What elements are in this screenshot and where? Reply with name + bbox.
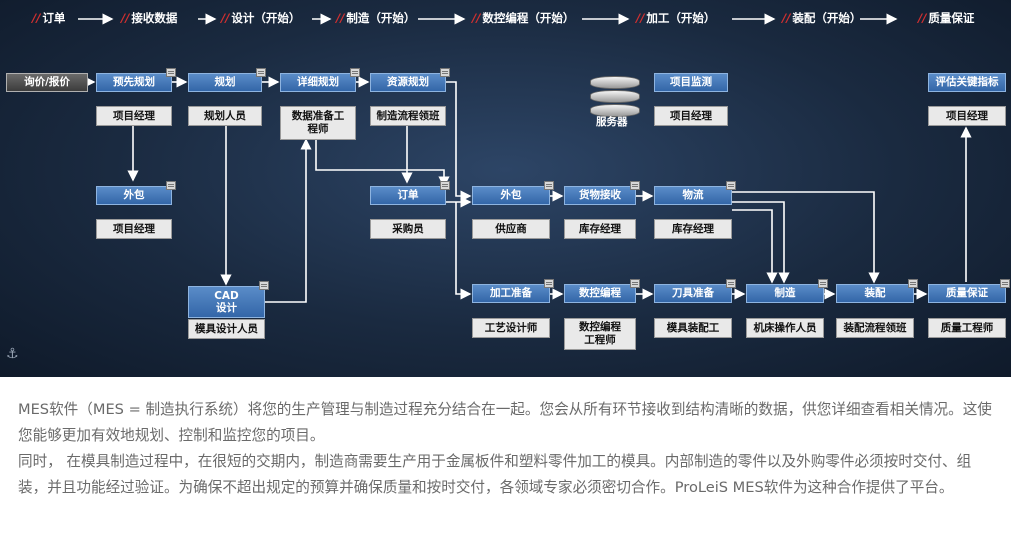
document-icon: [350, 68, 360, 77]
role-process-designer: 工艺设计师: [472, 318, 550, 338]
phase-nc-programming: //数控编程（开始）: [472, 11, 575, 25]
document-icon: [166, 68, 176, 77]
node-pre-planning: 预先规划: [96, 73, 172, 92]
node-manufacturing: 制造: [746, 284, 824, 303]
document-icon: [818, 279, 828, 288]
description-text: MES软件（MES = 制造执行系统）将您的生产管理与制造过程充分结合在一起。您…: [18, 397, 993, 501]
description-paragraph-1: MES软件（MES = 制造执行系统）将您的生产管理与制造过程充分结合在一起。您…: [18, 401, 992, 444]
role-project-manager-2: 项目经理: [654, 106, 728, 126]
document-icon: [908, 279, 918, 288]
node-detail-planning: 详细规划: [280, 73, 356, 92]
node-order: 订单: [370, 186, 446, 205]
role-supplier: 供应商: [472, 219, 550, 239]
document-icon: [440, 181, 450, 190]
document-icon: [1000, 279, 1010, 288]
phase-order: //订单: [32, 11, 66, 25]
node-inquiry: 询价/报价: [6, 73, 88, 92]
document-icon: [256, 68, 266, 77]
node-planning: 规划: [188, 73, 262, 92]
role-data-engineer: 数据准备工程师: [280, 106, 356, 140]
node-assembly: 装配: [836, 284, 914, 303]
node-tool-prep: 刀具准备: [654, 284, 732, 303]
role-assembly-lead: 装配流程领班: [836, 318, 914, 338]
role-stock-manager-1: 库存经理: [564, 219, 636, 239]
node-nc-programming: 数控编程: [564, 284, 636, 303]
node-logistics: 物流: [654, 186, 732, 205]
phase-assembly: //装配（开始）: [782, 11, 862, 25]
role-planner: 规划人员: [188, 106, 262, 126]
server-label: 服务器: [596, 116, 628, 128]
role-project-manager-4: 项目经理: [96, 219, 172, 239]
role-mfg-team-lead: 制造流程领班: [370, 106, 446, 126]
process-diagram: //订单 //接收数据 //设计（开始） //制造（开始） //数控编程（开始）…: [0, 0, 1011, 377]
document-icon: [726, 181, 736, 190]
node-machining-prep: 加工准备: [472, 284, 550, 303]
anchor-logo-icon: ⚓: [6, 346, 19, 362]
document-icon: [630, 181, 640, 190]
document-icon: [166, 181, 176, 190]
node-quality-assurance: 质量保证: [928, 284, 1006, 303]
role-nc-engineer: 数控编程 工程师: [564, 318, 636, 350]
description-paragraph-2: 同时， 在模具制造过程中，在很短的交期内，制造商需要生产用于金属板件和塑料零件加…: [18, 453, 972, 496]
role-stock-manager-2: 库存经理: [654, 219, 732, 239]
node-outsource-mid: 外包: [472, 186, 550, 205]
document-icon: [726, 279, 736, 288]
node-evaluate-kpi: 评估关键指标: [928, 73, 1006, 92]
node-outsource-left: 外包: [96, 186, 172, 205]
document-icon: [440, 68, 450, 77]
node-resource-planning: 资源规划: [370, 73, 446, 92]
server-icon: [590, 76, 642, 118]
phase-machining: //加工（开始）: [636, 11, 716, 25]
role-mold-fitter: 模具装配工: [654, 318, 732, 338]
role-project-manager-1: 项目经理: [96, 106, 172, 126]
phase-receive-data: //接收数据: [121, 11, 178, 25]
role-purchaser: 采购员: [370, 219, 446, 239]
document-icon: [259, 281, 269, 290]
node-project-monitoring: 项目监测: [654, 73, 728, 92]
role-quality-engineer: 质量工程师: [928, 318, 1006, 338]
document-icon: [544, 279, 554, 288]
role-mold-designer: 模具设计人员: [188, 319, 265, 339]
phase-design: //设计（开始）: [221, 11, 301, 25]
role-machine-operator: 机床操作人员: [746, 318, 824, 338]
document-icon: [544, 181, 554, 190]
role-project-manager-3: 项目经理: [928, 106, 1006, 126]
flow-arrows: [84, 13, 972, 300]
node-cad-design: CAD 设计: [188, 286, 265, 318]
document-icon: [630, 279, 640, 288]
phase-manufacturing: //制造（开始）: [336, 11, 416, 25]
node-goods-receipt: 货物接收: [564, 186, 636, 205]
phase-quality: //质量保证: [918, 11, 975, 25]
